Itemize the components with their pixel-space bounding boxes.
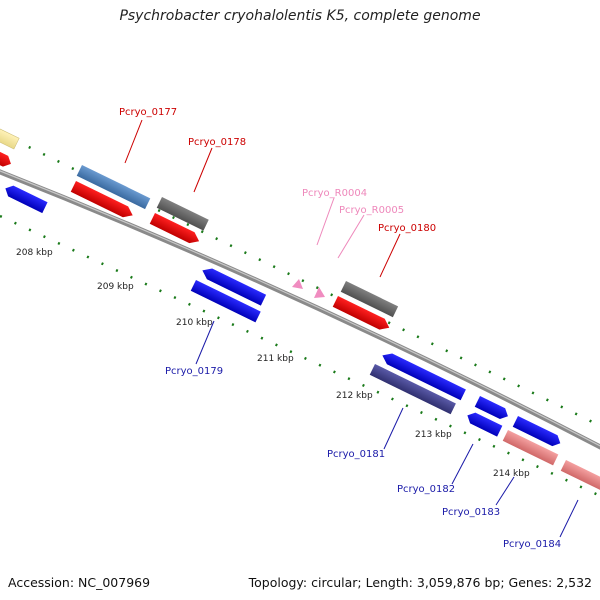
genome-backbone-highlight [0, 170, 600, 447]
gene-feature-yellow [0, 125, 20, 150]
leader-lines [124, 119, 579, 538]
kbp-label-211: 211 kbp [257, 354, 294, 364]
gene-pcryo-0181-feature-a [382, 353, 466, 401]
gene-pcryo-0184-feature [560, 460, 600, 493]
gene-red-feature-a [70, 181, 133, 218]
kbp-label-208: 208 kbp [16, 248, 53, 258]
gene-red-feature-c [332, 296, 390, 330]
gene-label-pcryo-0182[interactable]: Pcryo_0182 [397, 484, 455, 495]
gene-pcryo-0182-feature-b [467, 412, 503, 437]
gene-pcryo-0183-feature [512, 416, 561, 447]
gene-salmon-feature-a [502, 430, 559, 466]
kbp-label-209: 209 kbp [97, 282, 134, 292]
gene-pcryo-0178-feature [156, 197, 209, 231]
gene-feature-blue-edge [5, 185, 48, 214]
kbp-label-212: 212 kbp [336, 391, 373, 401]
gene-label-pcryo-0178[interactable]: Pcryo_0178 [188, 137, 246, 148]
gene-red-feature-b [149, 213, 200, 244]
gene-pcryo-r0005-feature [314, 287, 325, 298]
map-title: Psychrobacter cryohalolentis K5, complet… [119, 8, 481, 24]
gene-pcryo-0179-feature-a [202, 268, 267, 306]
kbp-label-214: 214 kbp [493, 469, 530, 479]
gene-pcryo-0182-feature-a [474, 396, 508, 420]
genome-backbone [0, 169, 600, 450]
gene-pcryo-0180-feature [340, 281, 399, 318]
gene-label-pcryo-0181[interactable]: Pcryo_0181 [327, 449, 385, 460]
gene-label-pcryo-0183[interactable]: Pcryo_0183 [442, 507, 500, 518]
kbp-label-210: 210 kbp [176, 318, 213, 328]
kbp-label-213: 213 kbp [415, 430, 452, 440]
gene-pcryo-r0004-feature [292, 279, 303, 289]
accession-label: Accession: NC_007969 [8, 575, 151, 590]
gene-pcryo-0181-feature-b [369, 364, 456, 415]
gene-pcryo-0179-feature-b [190, 280, 261, 323]
gene-label-pcryo-r0004[interactable]: Pcryo_R0004 [302, 188, 367, 199]
gene-label-pcryo-0179[interactable]: Pcryo_0179 [165, 366, 223, 377]
gene-label-pcryo-r0005[interactable]: Pcryo_R0005 [339, 205, 404, 216]
topology-summary: Topology: circular; Length: 3,059,876 bp… [248, 575, 592, 590]
gene-feature-red-edge [0, 148, 11, 167]
gene-pcryo-0177-feature [76, 165, 151, 210]
gene-label-pcryo-0180[interactable]: Pcryo_0180 [378, 223, 436, 234]
gene-label-pcryo-0177[interactable]: Pcryo_0177 [119, 107, 177, 118]
gene-label-pcryo-0184[interactable]: Pcryo_0184 [503, 539, 561, 550]
